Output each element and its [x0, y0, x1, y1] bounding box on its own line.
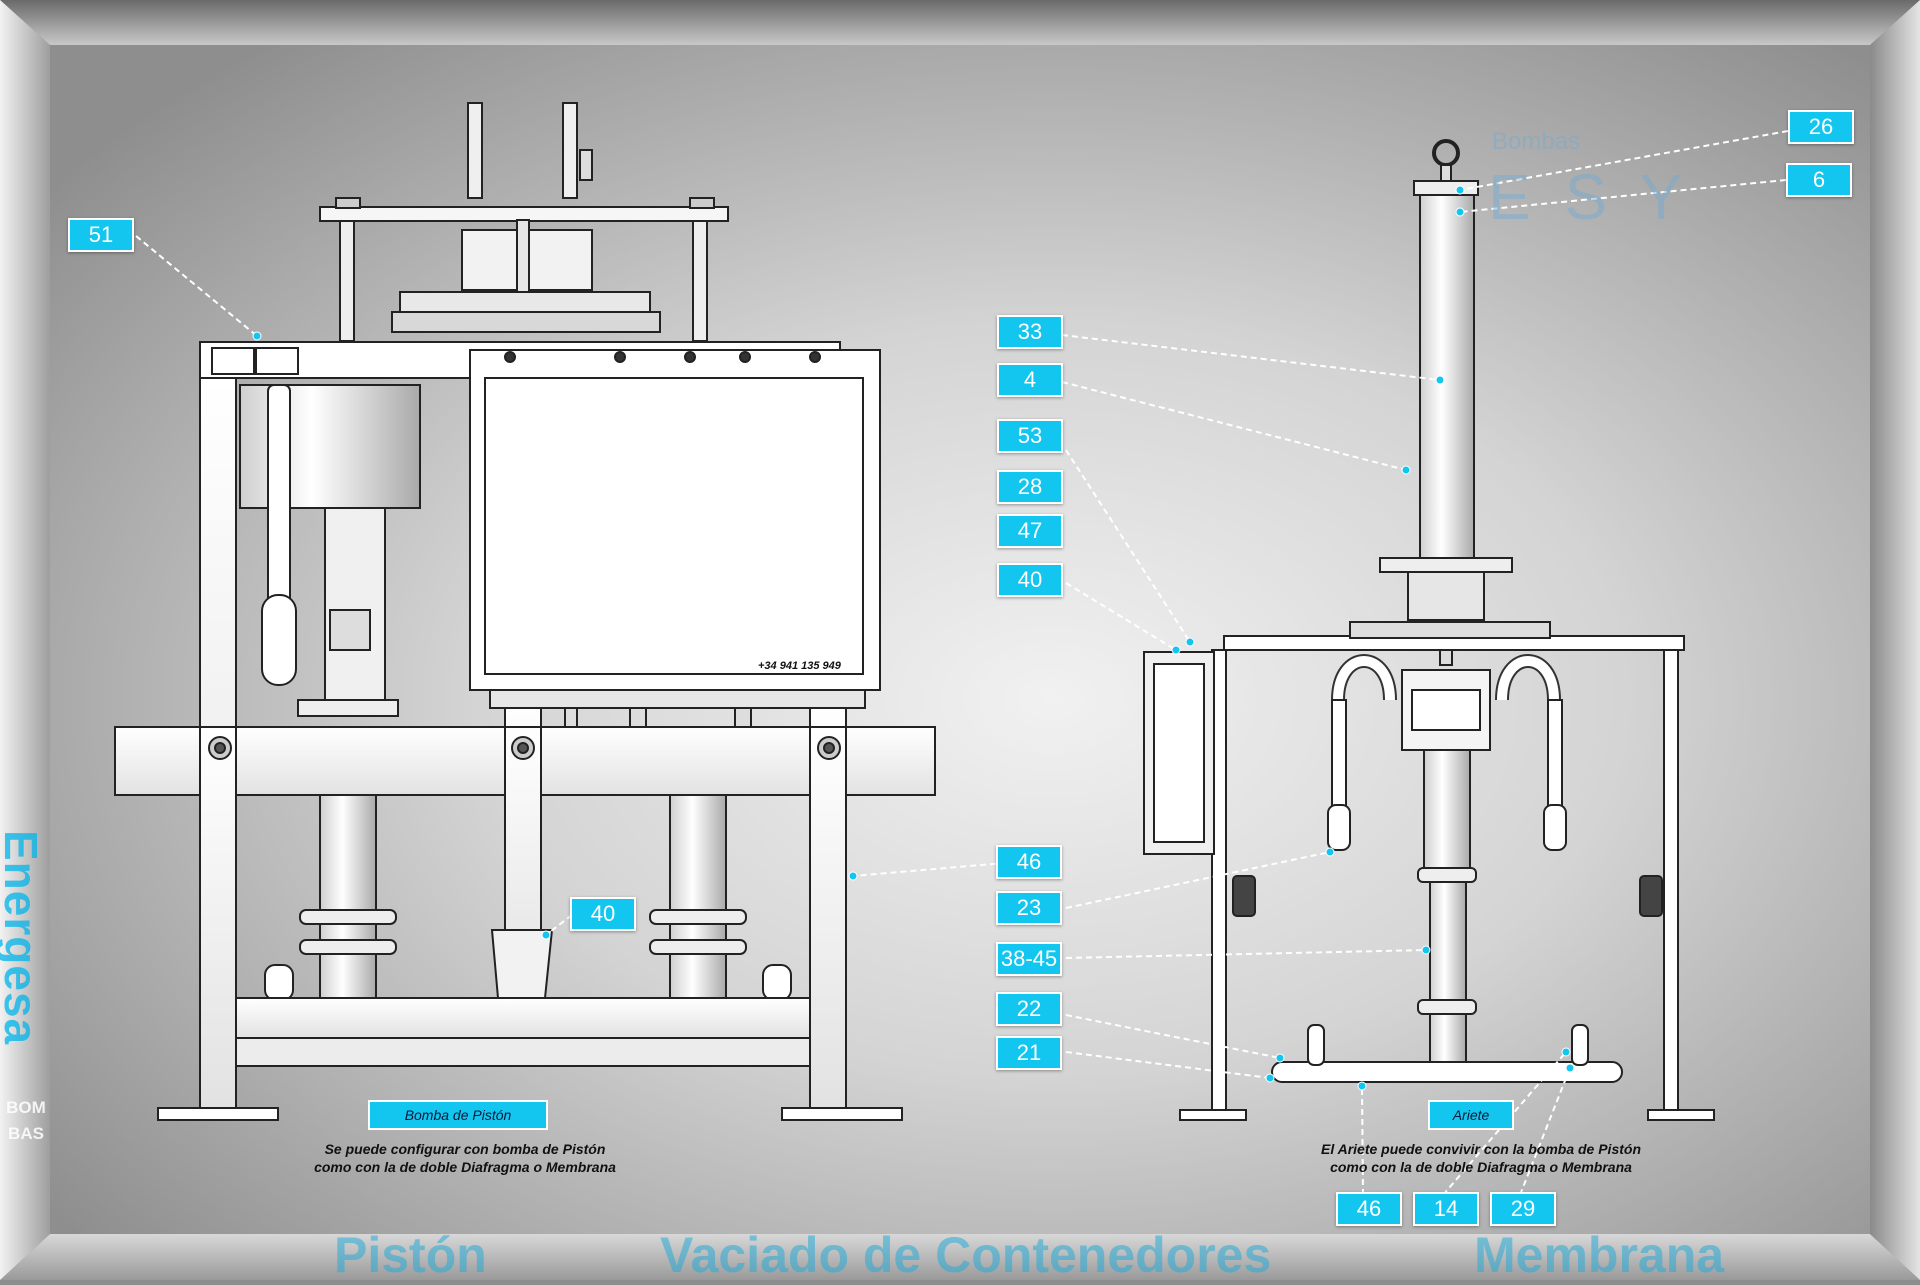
callout-26[interactable]: 26	[1788, 110, 1854, 144]
piston-caption-tag: Bomba de Pistón	[368, 1100, 548, 1130]
ariete-caption-tag: Ariete	[1428, 1100, 1514, 1130]
callout-4[interactable]: 4	[997, 363, 1063, 397]
footer-piston: Pistón	[334, 1227, 487, 1283]
piston-pump-assembly	[114, 102, 936, 1121]
brand-vertical: Energesa	[0, 830, 47, 1046]
footer-vaciado: Vaciado de Contenedores	[660, 1227, 1272, 1283]
footer-membrana: Membrana	[1474, 1227, 1725, 1283]
piston-caption-line2: como con la de doble Diafragma o Membran…	[314, 1159, 616, 1175]
callout-6[interactable]: 6	[1786, 163, 1852, 197]
watermark-logo: E S Y	[1488, 161, 1691, 233]
callout-28[interactable]: 28	[997, 470, 1063, 504]
callout-46-lower[interactable]: 46	[1336, 1192, 1402, 1226]
ariete-caption-text: El Ariete puede convivir con la bomba de…	[1296, 1140, 1666, 1176]
leader-dots	[252, 185, 1575, 1091]
piston-caption-line1: Se puede configurar con bomba de Pistón	[324, 1141, 606, 1157]
piston-caption-text: Se puede configurar con bomba de Pistón …	[280, 1140, 650, 1176]
callout-33[interactable]: 33	[997, 315, 1063, 349]
brand-small-1: BOM	[6, 1098, 46, 1117]
leader-lines	[135, 130, 1789, 1196]
callout-21[interactable]: 21	[996, 1036, 1062, 1070]
callout-51[interactable]: 51	[68, 218, 134, 252]
callout-40-left[interactable]: 40	[570, 897, 636, 931]
callout-23[interactable]: 23	[996, 891, 1062, 925]
phone-number: +34 941 135 949	[758, 660, 842, 672]
ariete-assembly	[1143, 139, 1715, 1121]
callout-40-right[interactable]: 40	[997, 563, 1063, 597]
callout-22[interactable]: 22	[996, 992, 1062, 1026]
brand-small-2: BAS	[8, 1124, 44, 1143]
callout-53[interactable]: 53	[997, 419, 1063, 453]
ariete-caption-line1: El Ariete puede convivir con la bomba de…	[1321, 1141, 1641, 1157]
callout-29[interactable]: 29	[1490, 1192, 1556, 1226]
watermark-bombas: Bombas	[1492, 128, 1581, 155]
callout-46-upper[interactable]: 46	[996, 845, 1062, 879]
callout-38-45[interactable]: 38-45	[996, 942, 1062, 976]
callout-14[interactable]: 14	[1413, 1192, 1479, 1226]
ariete-caption-line2: como con la de doble Diafragma o Membran…	[1330, 1159, 1632, 1175]
callout-47[interactable]: 47	[997, 514, 1063, 548]
